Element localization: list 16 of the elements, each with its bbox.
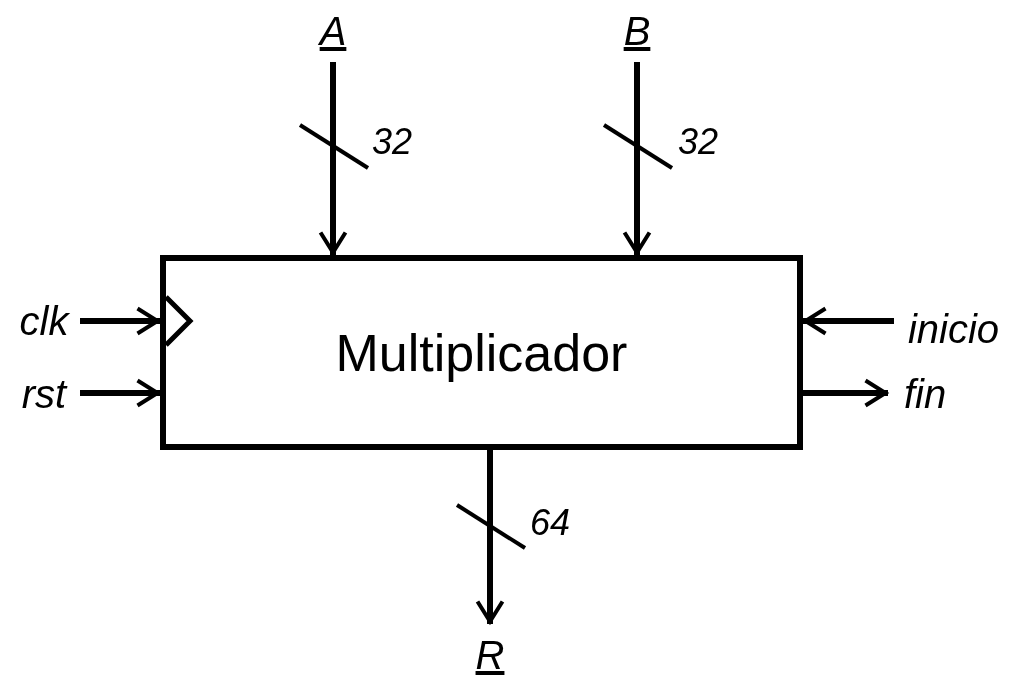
block-box [160, 255, 803, 450]
arrow [803, 306, 894, 336]
signal-label: B [607, 8, 667, 54]
arrow [803, 378, 888, 408]
signal-label: fin [890, 371, 960, 417]
signal-label: inicio [896, 306, 1011, 352]
signal-label: A [303, 8, 363, 54]
arrow [622, 62, 652, 255]
signal-label: clk [10, 298, 78, 344]
arrow [475, 450, 505, 624]
block-label: Multiplicador [335, 322, 628, 383]
signal-label: rst [10, 371, 78, 417]
arrow [318, 62, 348, 255]
arrow [80, 378, 160, 408]
arrow [80, 306, 160, 336]
signal-label: R [460, 632, 520, 678]
